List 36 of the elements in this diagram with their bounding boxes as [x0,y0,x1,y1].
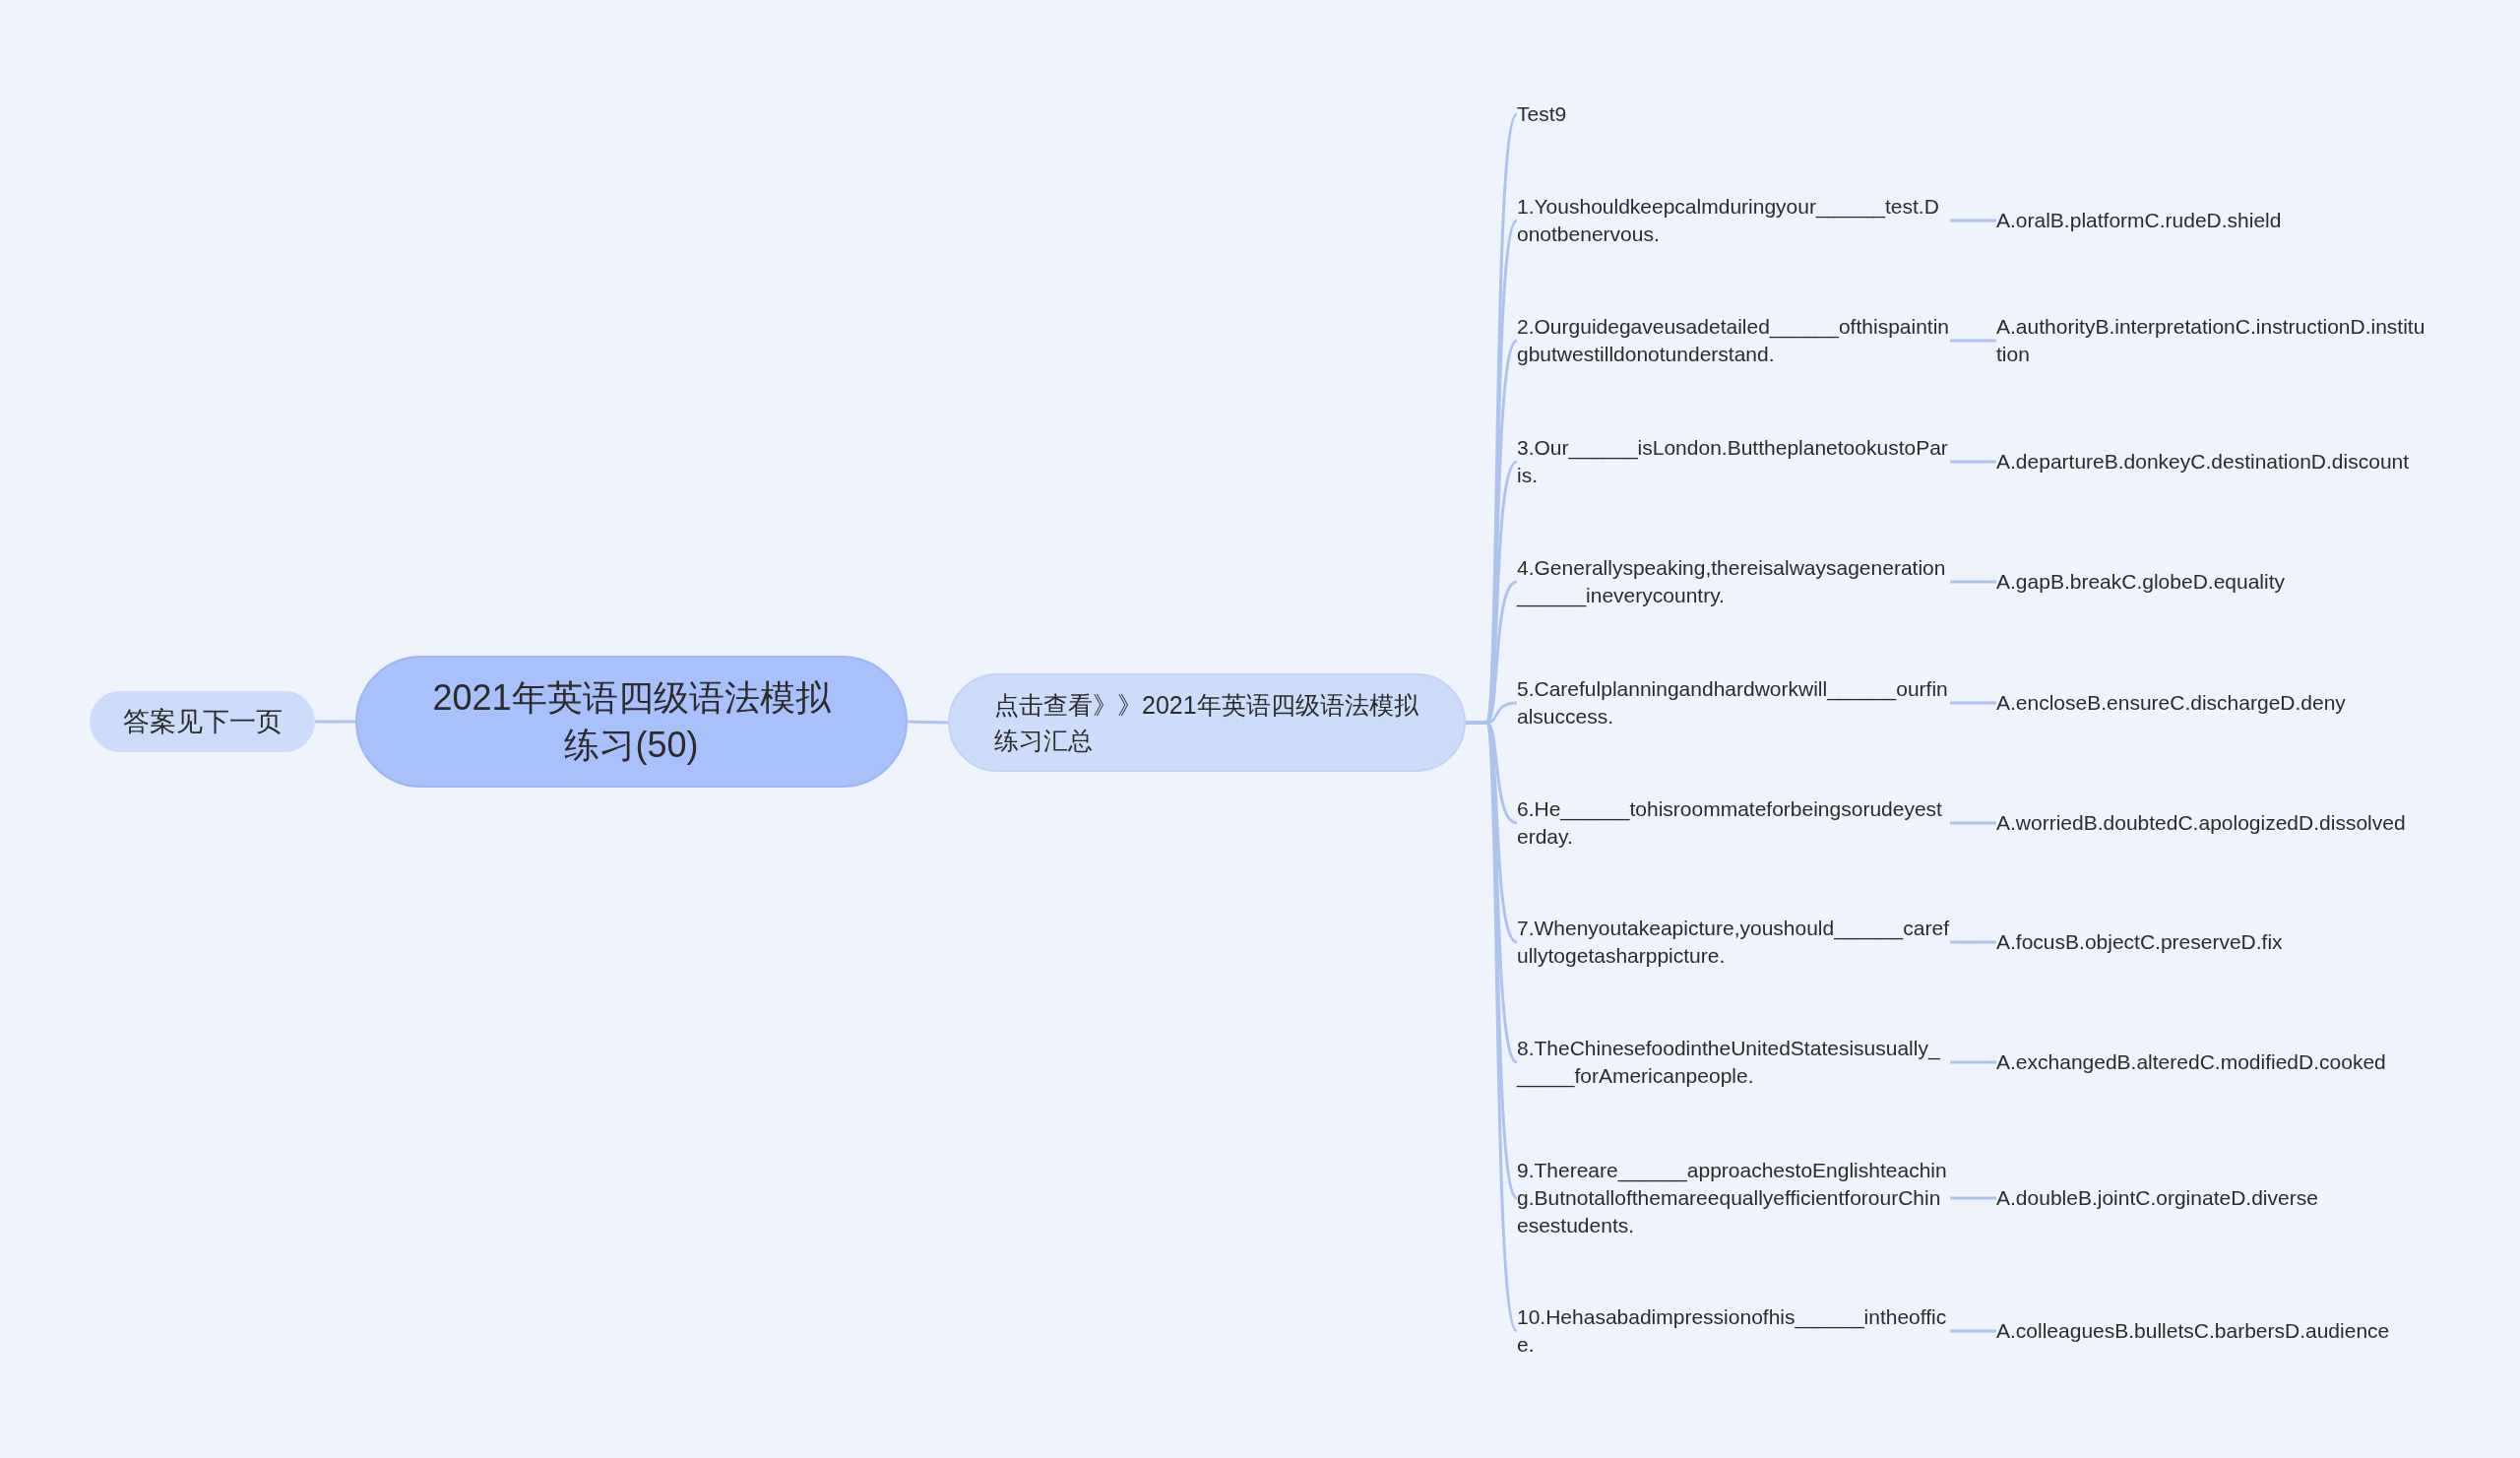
answer-options: A.worriedB.doubtedC.apologizedD.dissolved [1996,795,2429,851]
connector-line [315,720,355,724]
heading-text: Test9 [1517,98,1714,130]
connector-line [1950,1196,1996,1200]
connector-line [1950,1329,1996,1333]
question-text: 2.Ourguidegaveusadetailed______ofthispaintingbutwestilldonotunderstand. [1517,313,1950,368]
connector-line [907,720,949,725]
question-text: 6.He______tohisroommateforbeingsorudeyesterday. [1517,795,1950,851]
central-topic: 2021年英语四级语法模拟练习(50) [355,656,908,788]
question-text: 4.Generallyspeaking,thereisalwaysageneration______ineverycountry. [1517,554,1950,609]
connector-line [1950,821,1996,825]
topic-box: 点击查看》》2021年英语四级语法模拟练习汇总 [948,673,1466,772]
question-text: 8.TheChinesefoodintheUnitedStatesisusually______forAmericanpeople. [1517,1035,1950,1090]
question-text: 9.Thereare______approachestoEnglishteaching.ButnotallofthemareequallyefficientforourChinesestudents. [1517,1157,1950,1239]
connector-line [1950,339,1996,343]
answer-options: A.oralB.platformC.rudeD.shield [1996,193,2429,248]
question-text: 10.Hehasabadimpressionofhis______intheoffice. [1517,1303,1950,1359]
connector-line [1950,701,1996,705]
question-text: 1.Youshouldkeepcalmduringyour______test.Donotbenervous. [1517,193,1950,248]
question-text: 5.Carefulplanningandhardworkwill______ourfinalsuccess. [1517,675,1950,730]
connector-line [1950,219,1996,222]
topic-box: 答案见下一页 [90,691,315,752]
answer-options: A.focusB.objectC.preserveD.fix [1996,915,2429,970]
question-text: 7.Whenyoutakeapicture,youshould______carefullytogetasharppicture. [1517,915,1950,970]
answer-options: A.encloseB.ensureC.dischargeD.deny [1996,675,2429,730]
connector-line [1950,1060,1996,1064]
answer-options: A.departureB.donkeyC.destinationD.discount [1996,434,2429,489]
connector-line [1950,940,1996,944]
connector-line [1950,460,1996,464]
answer-options: A.exchangedB.alteredC.modifiedD.cooked [1996,1035,2429,1090]
answer-options: A.doubleB.jointC.orginateD.diverse [1996,1171,2429,1226]
answer-options: A.gapB.breakC.globeD.equality [1996,554,2429,609]
question-text: 3.Our______isLondon.ButtheplanetookustoParis. [1517,434,1950,489]
answer-options: A.authorityB.interpretationC.instructionD.institution [1996,313,2429,368]
answer-options: A.colleaguesB.bulletsC.barbersD.audience [1996,1303,2429,1359]
connector-line [1950,580,1996,584]
